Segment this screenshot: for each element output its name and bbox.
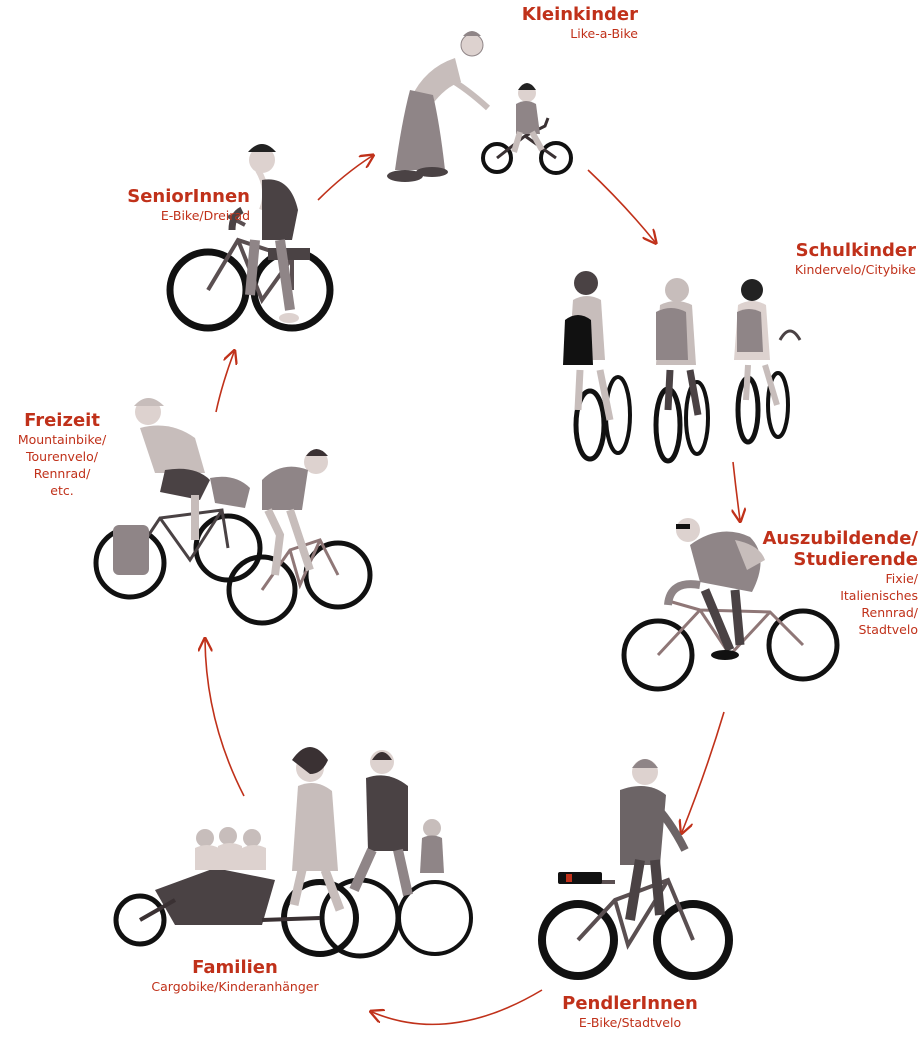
- stage-title-schulkinder: Schulkinder: [795, 240, 916, 261]
- stage-title-kleinkinder: Kleinkinder: [521, 4, 638, 25]
- stage-title-pendler: PendlerInnen: [562, 993, 698, 1014]
- stage-subtitle-pendler: E-Bike/Stadtvelo: [578, 1015, 682, 1030]
- family-cargobike-icon: [113, 747, 473, 959]
- arrow-freizeit-to-senioren: [215, 352, 234, 413]
- stage-title-freizeit: Freizeit: [24, 410, 100, 431]
- balance-bike-child-icon: [387, 31, 573, 182]
- arrow-pendler-to-familien: [372, 989, 543, 1026]
- arrow-studierende-to-pendler: [682, 711, 725, 832]
- stage-subtitle-freizeit-3: Rennrad/: [33, 466, 91, 481]
- stage-label-freizeit: Freizeit Mountainbike/ Tourenvelo/ Rennr…: [4, 410, 120, 499]
- stage-subtitle-schulkinder: Kindervelo/Citybike: [794, 262, 916, 277]
- stage-subtitle-studierende-2: Italienisches: [840, 588, 918, 603]
- stage-label-studierende: Auszubildende/ Studierende Fixie/ Italie…: [735, 528, 918, 638]
- senior-tricycle-icon: [166, 144, 334, 332]
- leisure-cyclists-icon: [93, 398, 373, 626]
- student-cyclist-icon: [621, 518, 840, 692]
- stage-subtitle-familien: Cargobike/Kinderanhänger: [151, 979, 319, 994]
- stage-label-familien: Familien Cargobike/Kinderanhänger: [105, 957, 365, 995]
- stage-title-studierende: Auszubildende/ Studierende: [762, 528, 918, 570]
- stage-title-familien: Familien: [192, 957, 278, 978]
- stage-label-kleinkinder: Kleinkinder Like-a-Bike: [470, 4, 638, 42]
- stage-subtitle-studierende-4: Stadtvelo: [858, 622, 918, 637]
- stage-subtitle-freizeit-2: Tourenvelo/: [26, 449, 98, 464]
- stage-label-pendler: PendlerInnen E-Bike/Stadtvelo: [555, 993, 705, 1031]
- stage-label-schulkinder: Schulkinder Kindervelo/Citybike: [640, 240, 916, 278]
- stage-subtitle-senioren: E-Bike/Dreirad: [160, 208, 250, 223]
- arrow-familien-to-freizeit: [205, 640, 245, 797]
- stage-title-senioren: SeniorInnen: [127, 186, 250, 207]
- school-children-cyclists-icon: [563, 271, 802, 464]
- stage-subtitle-studierende-3: Rennrad/: [861, 605, 918, 620]
- stage-subtitle-freizeit-4: etc.: [50, 483, 74, 498]
- cycle-arrows: [205, 156, 740, 1026]
- arrow-schulkinder-to-studierende: [733, 461, 740, 520]
- stage-subtitle-kleinkinder: Like-a-Bike: [570, 26, 638, 41]
- stage-subtitle-freizeit-1: Mountainbike/: [17, 432, 107, 447]
- stage-subtitle-studierende-1: Fixie/: [885, 571, 918, 586]
- commuter-ebike-icon: [538, 759, 733, 980]
- arrow-senioren-to-kleinkinder: [317, 156, 372, 201]
- arrow-kleinkinder-to-schulkinder: [587, 169, 655, 242]
- stage-label-senioren: SeniorInnen E-Bike/Dreirad: [60, 186, 250, 224]
